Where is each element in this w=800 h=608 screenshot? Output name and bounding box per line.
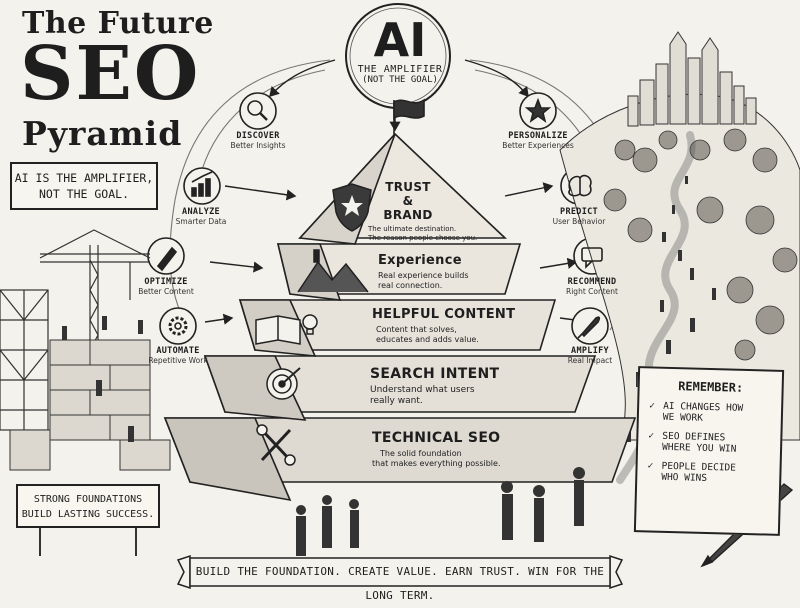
pencil-icon <box>156 246 178 272</box>
node-optimize-sub: Better Content <box>138 287 194 296</box>
node-analyze: ANALYZE Smarter Data <box>146 207 256 226</box>
tier-experience-desc-2: real connection. <box>378 281 443 290</box>
node-amplify-title: AMPLIFY <box>571 346 609 356</box>
node-optimize-title: OPTIMIZE <box>144 277 188 287</box>
tier-helpful-content: HELPFUL CONTENT Content that solves, edu… <box>372 307 542 345</box>
node-analyze-title: ANALYZE <box>182 207 220 217</box>
tier-technical-desc-1: The solid foundation <box>380 449 462 458</box>
tier-experience-title: Experience <box>378 253 462 268</box>
remember-item-3-line-2: WHO WINS <box>661 471 708 484</box>
bar-chart-icon <box>191 171 213 197</box>
node-automate: AUTOMATE Repetitive Work <box>123 346 233 365</box>
node-personalize-title: PERSONALIZE <box>508 131 568 141</box>
ai-node: AI THE AMPLIFIER (NOT THE GOAL) <box>330 4 470 114</box>
node-predict: PREDICT User Behavior <box>524 207 634 226</box>
tier-intent-title: SEARCH INTENT <box>370 366 500 382</box>
ai-subtitle: THE AMPLIFIER <box>357 64 443 75</box>
node-recommend-sub: Right Content <box>566 287 618 296</box>
tier-experience-desc-1: Real experience builds <box>378 271 469 280</box>
check-icon: ✓ <box>647 460 654 472</box>
node-personalize-sub: Better Experiences <box>502 141 574 150</box>
foundations-line-1: STRONG FOUNDATIONS <box>33 494 143 505</box>
node-automate-sub: Repetitive Work <box>148 356 208 365</box>
node-predict-title: PREDICT <box>560 207 598 217</box>
remember-item-1-line-2: WE WORK <box>662 411 704 424</box>
magnifier-icon <box>247 100 268 121</box>
remember-title: REMEMBER: <box>677 379 744 395</box>
check-icon: ✓ <box>649 400 656 412</box>
amplifier-note: AI IS THE AMPLIFIER, NOT THE GOAL. <box>10 162 158 210</box>
node-automate-title: AUTOMATE <box>156 346 200 356</box>
tier-helpful-desc-1: Content that solves, <box>376 325 457 334</box>
tier-experience: Experience Real experience builds real c… <box>378 253 518 291</box>
gear-icon <box>168 316 188 336</box>
node-discover-title: DISCOVER <box>236 131 280 141</box>
remember-item-2-line-2: WHERE YOU WIN <box>661 441 737 455</box>
tier-technical-seo: TECHNICAL SEO The solid foundation that … <box>372 430 572 469</box>
ai-subtitle-note: (NOT THE GOAL) <box>362 75 438 85</box>
tier-helpful-title: HELPFUL CONTENT <box>372 307 516 322</box>
node-recommend-title: RECOMMEND <box>567 277 617 287</box>
node-analyze-sub: Smarter Data <box>175 217 227 226</box>
title-line-1: The Future <box>22 6 214 41</box>
node-amplify: AMPLIFY Real Impact <box>535 346 645 365</box>
bottom-banner: BUILD THE FOUNDATION. CREATE VALUE. EARN… <box>195 565 605 602</box>
ai-letters: AI <box>373 13 427 67</box>
tier-intent-desc-1: Understand what users <box>370 385 475 395</box>
title-line-2: SEO <box>20 31 201 117</box>
foundations-sign: STRONG FOUNDATIONS BUILD LASTING SUCCESS… <box>16 484 160 528</box>
tier-intent-desc-2: really want. <box>370 396 423 406</box>
tier-trust-desc-1: The ultimate destination. <box>368 225 457 233</box>
tier-helpful-desc-2: educates and adds value. <box>376 335 479 344</box>
title-line-3: Pyramid <box>22 114 183 153</box>
node-optimize: OPTIMIZE Better Content <box>111 277 221 296</box>
tier-trust-title-2: BRAND <box>383 208 433 222</box>
tier-technical-title: TECHNICAL SEO <box>372 430 501 446</box>
tier-trust-brand: TRUST & BRAND The ultimate destination. … <box>368 180 498 243</box>
check-icon: ✓ <box>648 430 655 442</box>
node-recommend: RECOMMEND Right Content <box>537 277 647 296</box>
tier-technical-desc-2: that makes everything possible. <box>372 459 501 468</box>
rocket-icon <box>577 316 601 339</box>
chat-icon <box>581 247 603 269</box>
star-icon <box>524 97 552 123</box>
node-personalize: PERSONALIZE Better Experiences <box>483 131 593 150</box>
node-predict-sub: User Behavior <box>552 217 606 226</box>
amplifier-note-line-2: NOT THE GOAL. <box>38 187 129 201</box>
tier-trust-desc-2: The reason people choose you. <box>368 234 478 242</box>
tier-search-intent: SEARCH INTENT Understand what users real… <box>370 366 560 407</box>
node-discover: DISCOVER Better Insights <box>203 131 313 150</box>
amplifier-note-line-1: AI IS THE AMPLIFIER, <box>14 171 154 185</box>
brain-icon <box>568 174 592 197</box>
tier-trust-title-1: TRUST & <box>385 180 431 208</box>
foundations-line-2: BUILD LASTING SUCCESS. <box>21 509 155 520</box>
node-amplify-sub: Real Impact <box>567 356 613 365</box>
node-discover-sub: Better Insights <box>230 141 286 150</box>
